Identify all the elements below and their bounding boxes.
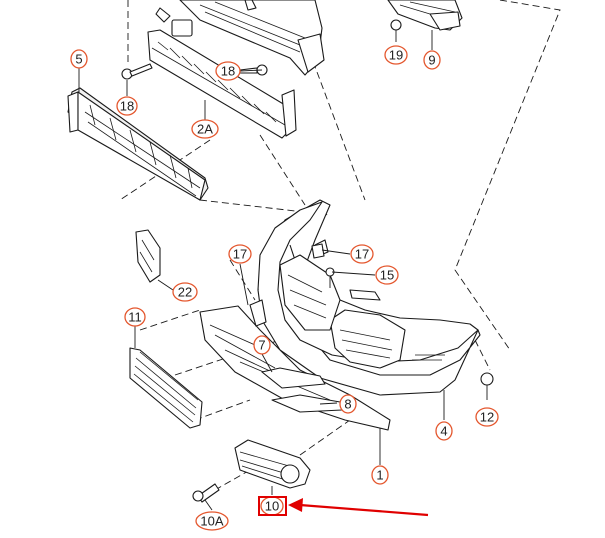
clip-17-right [311,243,325,259]
callout-19: 19 [384,45,408,65]
svg-text:18: 18 [221,64,235,79]
grille-11 [129,347,203,429]
svg-text:1: 1 [376,468,383,483]
callout-1: 1 [371,465,389,485]
svg-text:15: 15 [380,268,394,283]
svg-text:9: 9 [428,53,435,68]
clip-top [155,7,193,37]
screw-19 [390,19,402,42]
svg-text:5: 5 [75,52,82,67]
impact-carrier-2a [147,29,297,139]
callout-18-left: 18 [116,96,138,116]
trim-strip-7 [261,367,326,389]
svg-text:12: 12 [480,410,494,425]
callout-11: 11 [124,307,146,327]
callout-10a: 10A [195,511,229,531]
highlight-box [258,496,287,516]
bumper-cover [257,199,481,396]
leader-lines [78,30,445,511]
callout-18-right: 18 [215,61,241,81]
svg-text:19: 19 [389,48,403,63]
svg-text:10: 10 [265,499,279,514]
callout-2a: 2A [191,119,219,139]
callout-8: 8 [339,394,357,414]
svg-text:22: 22 [178,285,192,300]
svg-text:11: 11 [128,310,142,325]
callout-9: 9 [423,50,441,70]
svg-text:7: 7 [258,338,265,353]
pointer-arrow [288,498,429,517]
callout-7: 7 [253,335,271,355]
svg-text:4: 4 [440,424,447,439]
svg-text:8: 8 [344,397,351,412]
callout-4: 4 [435,421,453,441]
callouts: 5 18 18 2A 19 9 17 17 15 22 11 7 8 12 4 … [70,45,499,531]
callout-12: 12 [475,407,499,427]
svg-text:17: 17 [233,247,247,262]
svg-text:10A: 10A [200,514,223,529]
callout-15: 15 [375,265,399,285]
callout-5: 5 [70,49,88,69]
svg-text:2A: 2A [197,122,213,137]
screw-12 [480,372,494,400]
reinforcement-bar-top [179,0,325,76]
screw-15 [325,267,335,288]
callout-22: 22 [172,282,198,302]
screw-10a [192,483,220,503]
fog-grille-10 [234,439,311,489]
bracket-22 [135,229,161,283]
bracket-right-top [387,0,463,31]
screw-18-left [121,63,153,80]
energy-absorber [67,87,209,201]
callout-10-highlighted: 10 [258,496,287,516]
svg-text:17: 17 [355,247,369,262]
svg-text:18: 18 [120,99,134,114]
callout-17-left: 17 [228,244,252,264]
callout-17-right: 17 [350,244,374,264]
